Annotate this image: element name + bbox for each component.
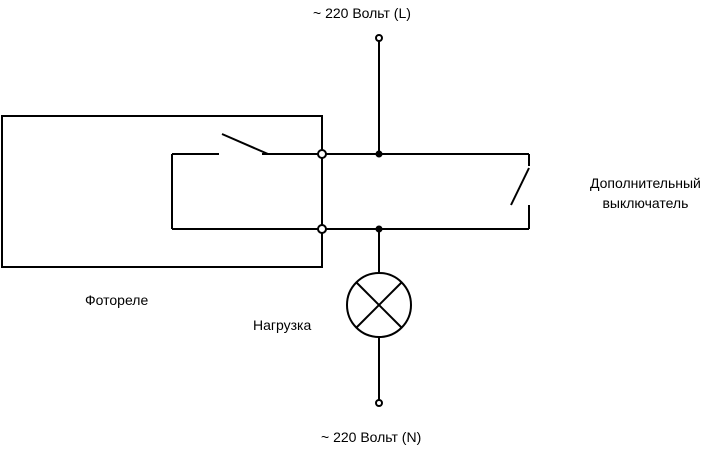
extra-switch-label-line1: Дополнительный (590, 175, 701, 191)
extra-switch-label-line2: выключатель (602, 195, 689, 211)
photorelay-box (1, 115, 323, 268)
load-label: Нагрузка (253, 317, 312, 333)
extra-switch-label: Дополнительный выключатель (590, 173, 701, 213)
relay-terminal-bottom (317, 224, 327, 234)
supply-neutral-label: ~ 220 Вольт (N) (321, 429, 422, 445)
relay-contact-blade (221, 133, 269, 155)
extra-switch-blade (510, 167, 530, 206)
relay-terminal-top (317, 149, 327, 159)
supply-line-label: ~ 220 Вольт (L) (313, 5, 411, 21)
supply-line-junction (375, 150, 383, 158)
lamp-cross-b (355, 281, 403, 329)
supply-line-terminal (375, 34, 383, 42)
photorelay-label: Фотореле (85, 292, 149, 308)
supply-neutral-terminal (375, 399, 383, 407)
